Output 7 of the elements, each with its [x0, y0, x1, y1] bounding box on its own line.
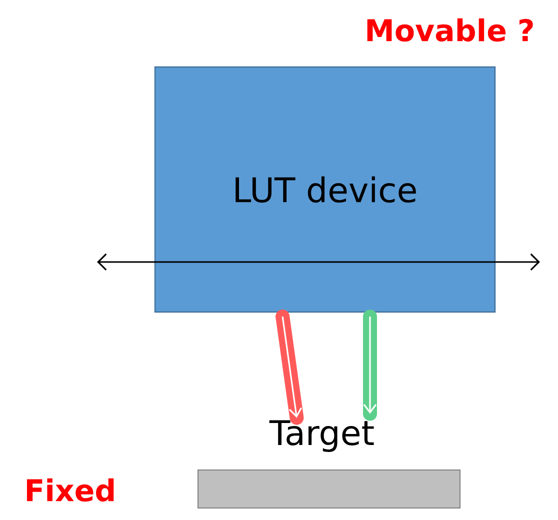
glowing-arrow [276, 310, 304, 425]
device-box: LUT device [154, 66, 496, 313]
glowing-arrow [363, 310, 377, 421]
node-label: Target [269, 420, 374, 452]
status-label: Movable ? [367, 18, 533, 42]
status-label: Fixed [26, 478, 114, 502]
target-plate: Target [198, 420, 460, 508]
